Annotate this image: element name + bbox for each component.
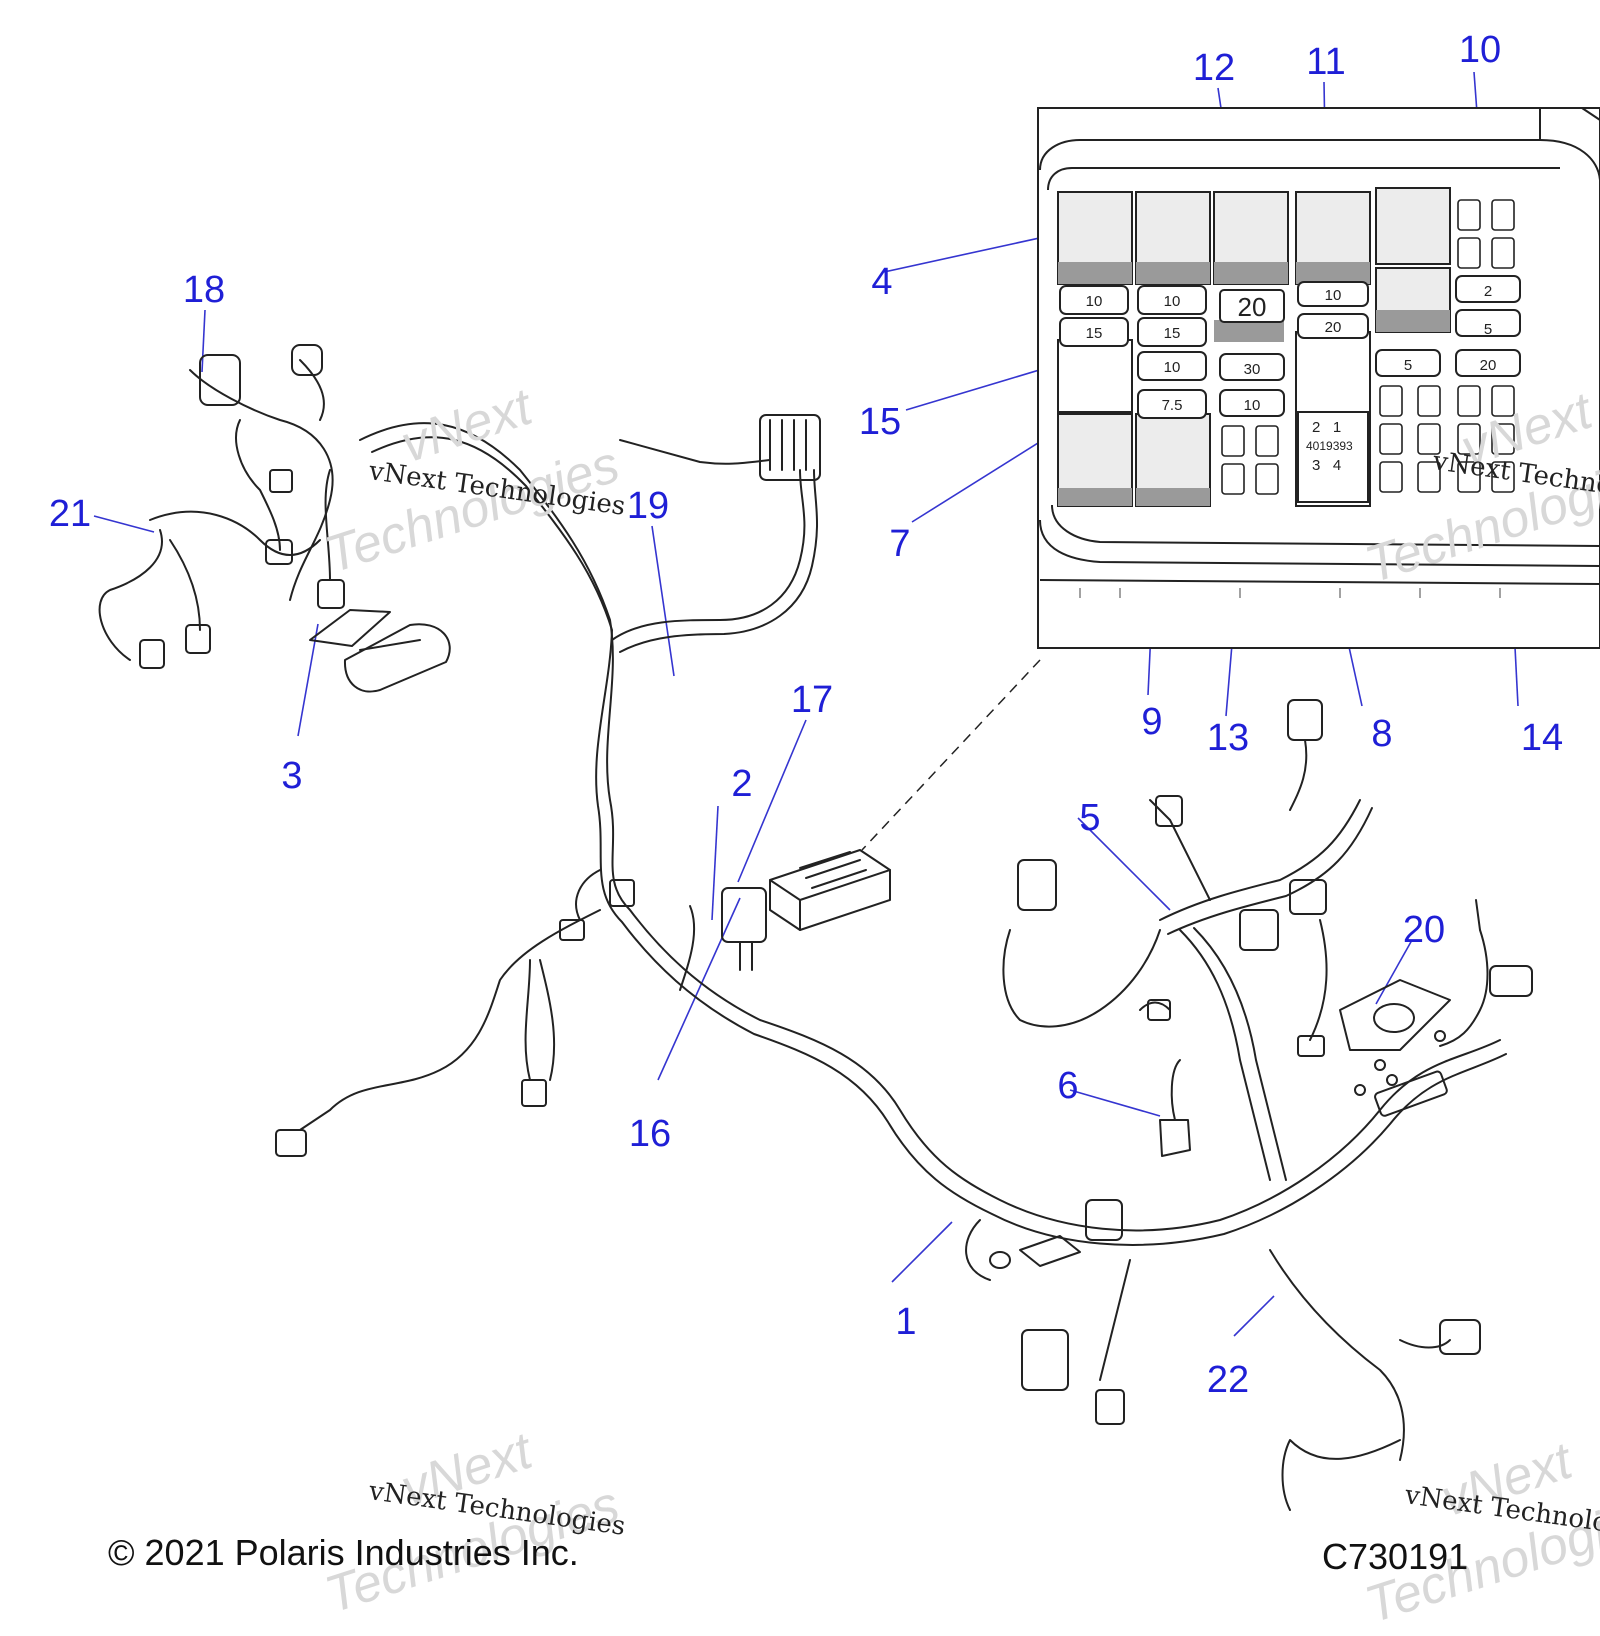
callout-1: 1 [895, 1301, 917, 1343]
callout-16: 16 [628, 1113, 672, 1155]
callout-15: 15 [858, 401, 902, 443]
fuse-label: 15 [1086, 325, 1103, 342]
copyright-text: © 2021 Polaris Industries Inc. [108, 1532, 579, 1573]
detail-dashed-leader [861, 659, 1041, 851]
fuse-label: 5 [1404, 357, 1412, 374]
callout-14: 14 [1520, 717, 1564, 759]
fuse-rating-labels: 10 10 20 10 15 15 20 10 5 5 20 7.5 30 10… [1086, 283, 1497, 414]
callout-17: 17 [790, 679, 834, 721]
fuse-slots [1221, 199, 1515, 495]
callout-18: 18 [182, 269, 226, 311]
fuse-label: 10 [1164, 293, 1181, 310]
fuse-label: 10 [1164, 359, 1181, 376]
callout-10: 10 [1458, 29, 1502, 71]
callout-19: 19 [626, 485, 670, 527]
fuse-label: 10 [1086, 293, 1103, 310]
callout-2: 2 [731, 763, 753, 805]
fuse-label: 7.5 [1162, 397, 1183, 414]
fuse-label: 20 [1325, 319, 1342, 336]
fuse-box-detail [1037, 107, 1600, 649]
fuse-label: 2 [1484, 283, 1492, 300]
fuses [1059, 275, 1521, 419]
relay-pins-bottom: 3 4 [1312, 457, 1341, 474]
fuse-label: 20 [1238, 292, 1267, 322]
callout-8: 8 [1371, 713, 1393, 755]
fuse-label: 20 [1480, 357, 1497, 374]
callout-3: 3 [281, 755, 303, 797]
callout-4: 4 [871, 261, 893, 303]
main-harness [98, 344, 1533, 1511]
fuse-label: 30 [1244, 361, 1261, 378]
fuse-label: 10 [1325, 287, 1342, 304]
callout-6: 6 [1057, 1065, 1079, 1107]
callout-22: 22 [1206, 1359, 1250, 1401]
relay-pins-top: 2 1 [1312, 419, 1341, 436]
callout-9: 9 [1141, 701, 1163, 743]
callout-13: 13 [1206, 717, 1250, 759]
wiring-harness-diagram: 10 10 20 10 15 15 20 10 5 5 20 7.5 30 10… [93, 71, 1600, 1511]
relay-part-label: 2 1 4019393 3 4 [1306, 419, 1353, 474]
fuse-label: 5 [1484, 321, 1492, 338]
callout-21: 21 [48, 493, 92, 535]
fuse-label: 10 [1244, 397, 1261, 414]
callout-20: 20 [1402, 909, 1446, 951]
relay-part-number: 4019393 [1306, 439, 1353, 453]
callout-5: 5 [1079, 797, 1101, 839]
fuse-label: 15 [1164, 325, 1181, 342]
figure-code: C730191 [1322, 1536, 1469, 1577]
callout-12: 12 [1192, 47, 1236, 89]
callout-11: 11 [1306, 41, 1346, 83]
callout-7: 7 [889, 523, 911, 565]
